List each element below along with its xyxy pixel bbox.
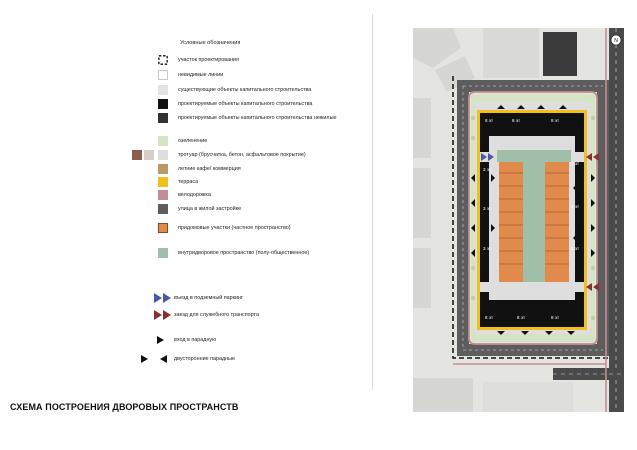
legend-item-designed-nonresidential: проектируемые объекты капитального строи… (112, 113, 372, 125)
residential-street-east (597, 80, 609, 356)
legend-item-courtyard: внутридворовое пространство (полу-общест… (112, 248, 372, 260)
legend-swatch (158, 177, 168, 187)
legend-item-sidewalk: тротуар (брусчатка, бетон, асфальтовое п… (112, 150, 372, 162)
floor-label: 3 эт (571, 246, 579, 251)
residential-street-north (457, 80, 609, 92)
legend-label: заезд для служебного транспорта (174, 312, 259, 318)
legend-label: проектируемые объекты капитального строи… (178, 101, 313, 107)
legend-label: существующие объекты капитального строит… (178, 87, 312, 93)
legend-label: невидимые линии (178, 72, 224, 78)
floor-label: 8 эт (551, 118, 559, 123)
entrance-markers (471, 105, 595, 335)
existing-building (413, 248, 431, 308)
floor-label: 8 эт (517, 315, 525, 320)
legend-item-designed-buildings: проектируемые объекты капитального строи… (112, 99, 372, 111)
bike-lane-loop (468, 91, 598, 345)
legend-swatch (158, 164, 168, 174)
legend-item-summer-cafe: летние кафе/ коммерция (112, 164, 372, 176)
residential-street-south (457, 344, 609, 356)
legend-item-service-entrance: заезд для служебного транспорта (112, 310, 372, 322)
legend-label: внутридворовое пространство (полу-общест… (178, 250, 310, 256)
parking-entrance-marker (481, 153, 494, 161)
service-entrance-marker-south (586, 283, 599, 291)
existing-building (413, 378, 473, 412)
existing-building (413, 98, 431, 158)
legend-item-invisible-lines: невидимые линии (112, 70, 372, 82)
private-plot-divisions (499, 172, 569, 265)
legend-label: придомовые участки (частное пространство… (178, 225, 291, 231)
legend-swatch-paving (132, 150, 142, 160)
north-arrow-icon (610, 34, 622, 46)
legend-item-bike-lane: велодорожка (112, 190, 372, 202)
legend-label: улица в жилой застройке (178, 206, 242, 212)
legend-label: терраса (178, 179, 199, 185)
existing-building (483, 382, 573, 412)
existing-building (413, 168, 431, 238)
private-plot-west (499, 160, 527, 284)
site-plan: 8 эт 8 эт 8 эт 8 эт 8 эт 8 эт 3 эт 3 эт … (413, 28, 624, 412)
legend-item-greenery: озеленение (112, 136, 372, 148)
legend-swatch (158, 113, 168, 123)
legend-label: проектируемые объекты капитального строи… (178, 115, 337, 121)
legend-swatch (158, 70, 168, 80)
floor-label: 3 эт (483, 206, 491, 211)
legend-label: озеленение (178, 138, 208, 144)
floor-label: 8 эт (485, 315, 493, 320)
legend-label: двусторонние парадные (174, 356, 235, 362)
legend-label: летние кафе/ коммерция (178, 166, 241, 172)
legend-swatch (158, 85, 168, 95)
floor-label: 8 эт (512, 118, 520, 123)
legend-label: участок проектирования (178, 57, 239, 63)
floor-label: 8 эт (485, 118, 493, 123)
legend-item-existing-buildings: существующие объекты капитального строит… (112, 85, 372, 97)
entrance-arrow-icon (157, 336, 164, 344)
double-arrow-blue-icon (154, 293, 171, 303)
legend-item-double-entrance: двусторонние парадные (112, 354, 372, 366)
floor-label: 3 эт (571, 161, 579, 166)
legend-swatch (158, 190, 168, 200)
private-plot-east (541, 160, 569, 284)
legend-panel: Условные обозначения участок проектирова… (112, 14, 373, 390)
legend-label: велодорожка (178, 192, 211, 198)
legend-label: въезд в подземный паркинг (174, 295, 243, 301)
legend-swatch (158, 204, 168, 214)
legend-title: Условные обозначения (180, 40, 241, 46)
existing-building (483, 28, 539, 78)
legend-item-residential-street: улица в жилой застройке (112, 204, 372, 216)
dashed-boundary-icon (158, 55, 168, 65)
legend-swatch-concrete (144, 150, 154, 160)
double-arrow-red-icon (154, 310, 171, 320)
legend-item-parking-entrance: въезд в подземный паркинг (112, 293, 372, 305)
site-plan-svg: 8 эт 8 эт 8 эт 8 эт 8 эт 8 эт 3 эт 3 эт … (413, 28, 624, 412)
floor-label: 8 эт (551, 315, 559, 320)
north-arrow-label: N (614, 38, 618, 44)
legend-item-entrance: вход в парадную (112, 335, 372, 347)
trees (471, 116, 595, 320)
existing-building (413, 28, 461, 68)
legend-swatch (158, 223, 168, 233)
legend-item-site-boundary: участок проектирования (112, 55, 372, 67)
courtyard-center (523, 158, 545, 284)
legend-swatch (158, 99, 168, 109)
diagram-caption: СХЕМА ПОСТРОЕНИЯ ДВОРОВЫХ ПРОСТРАНСТВ (10, 402, 239, 412)
main-road (609, 28, 624, 412)
legend-swatch (158, 150, 168, 160)
designed-nonresidential-building (543, 32, 577, 76)
floor-label: 3 эт (571, 204, 579, 209)
legend-swatch (158, 248, 168, 258)
floor-label: 3 эт (483, 167, 491, 172)
legend-swatch (158, 136, 168, 146)
service-entrance-marker-north (586, 153, 599, 161)
double-sided-entrance-icon (141, 355, 167, 363)
courtyard-top-overlay (497, 150, 571, 162)
legend-label: вход в парадную (174, 337, 217, 343)
site-boundary-line (452, 76, 609, 359)
floor-label: 3 эт (483, 246, 491, 251)
legend-item-terrace: терраса (112, 177, 372, 189)
legend-item-private-plots: придомовые участки (частное пространство… (112, 223, 372, 235)
driveway-south (480, 282, 584, 292)
legend-label: тротуар (брусчатка, бетон, асфальтовое п… (178, 152, 306, 158)
